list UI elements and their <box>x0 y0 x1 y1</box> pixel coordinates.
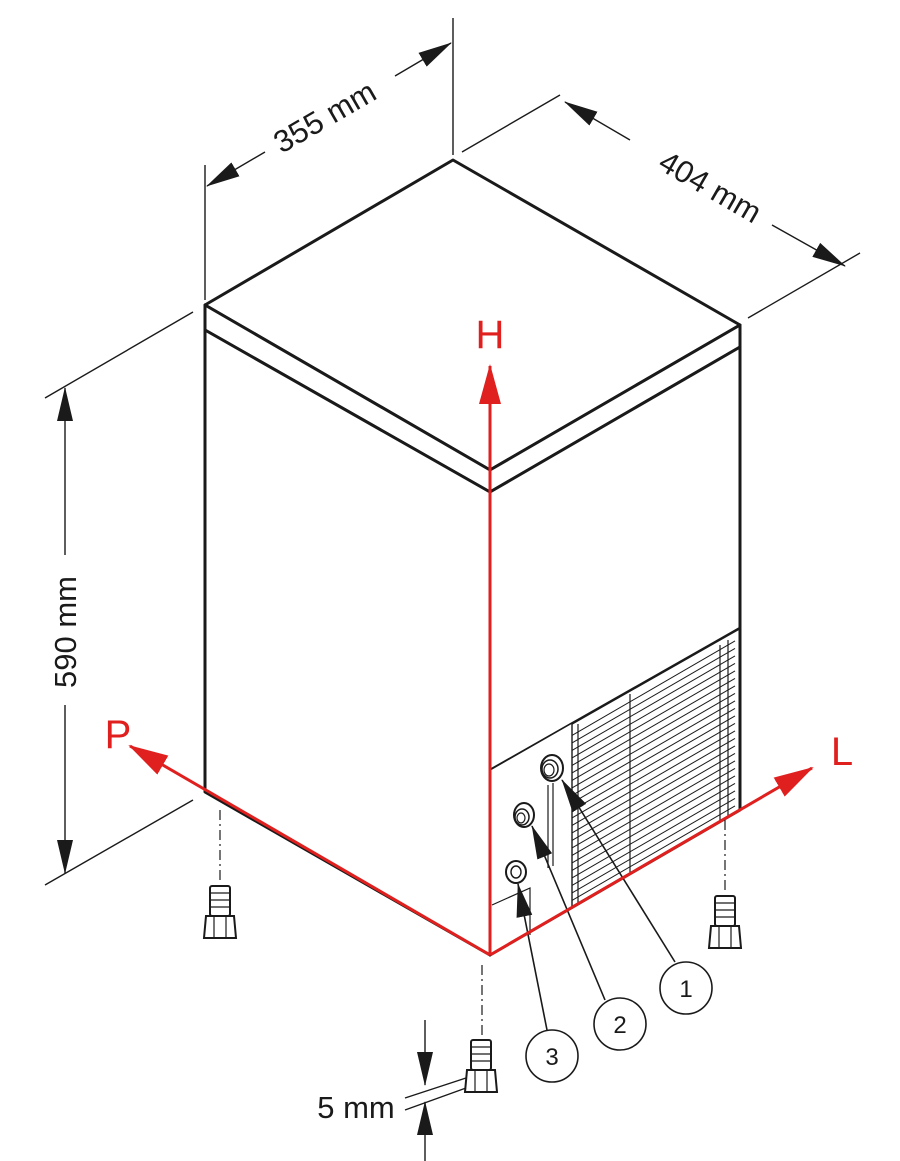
grille-slats <box>571 640 736 909</box>
grille-posts <box>577 640 729 905</box>
callout-leader-2 <box>531 825 606 1001</box>
callouts <box>516 779 713 1083</box>
grille-slat <box>571 790 736 886</box>
extension-line-foot-bottom <box>404 1087 467 1111</box>
axes <box>128 364 814 957</box>
cabinet <box>203 158 742 957</box>
grille-slat <box>571 640 736 736</box>
grille-slat <box>571 662 736 759</box>
grille-slat <box>571 767 736 864</box>
dimension-label-width: 355 mm <box>268 74 382 160</box>
grille-slat <box>571 737 736 834</box>
callout-label-2: 2 <box>613 1012 626 1039</box>
grille-slat <box>571 707 736 804</box>
axis-label-length: L <box>831 730 853 774</box>
dimension-height <box>44 311 194 886</box>
grille-slat <box>571 730 736 826</box>
grille-slat <box>571 655 736 751</box>
grille-slat <box>571 677 736 774</box>
feet <box>202 810 743 1093</box>
grille-slat <box>571 692 736 789</box>
grille-slat <box>571 700 736 796</box>
foot-front <box>463 965 499 1093</box>
grille-slat <box>571 752 736 849</box>
callout-label-1: 1 <box>679 976 692 1003</box>
grille-slat <box>571 797 736 894</box>
extension-line-height-bottom <box>44 799 194 886</box>
grille-slat <box>571 670 736 766</box>
axis-label-depth: P <box>105 713 132 757</box>
axis-depth <box>128 744 491 957</box>
extension-line-depth-bottom <box>747 252 861 319</box>
callout-circle-3 <box>525 1029 579 1083</box>
grille-slat <box>571 782 736 879</box>
fitting-2-drain <box>513 802 535 828</box>
dimension-foot <box>404 1020 467 1161</box>
callout-leader-3 <box>516 883 548 1031</box>
grille-slat <box>571 647 736 744</box>
extension-line-height-top <box>44 311 194 399</box>
foot-left <box>202 810 238 939</box>
fitting-1-water-inlet <box>540 754 564 782</box>
grille-slat <box>571 805 736 901</box>
grille-slat <box>571 745 736 841</box>
fittings <box>505 754 564 884</box>
dimension-arrow-width-right <box>394 42 452 77</box>
callout-leader-1 <box>561 779 676 963</box>
axis-label-height: H <box>476 313 505 357</box>
grille-slat <box>571 715 736 811</box>
dimension-label-foot: 5 mm <box>317 1090 395 1125</box>
dimension-width <box>204 18 454 300</box>
dimension-depth <box>461 94 861 319</box>
dimension-label-height: 590 mm <box>48 576 83 688</box>
callout-circle-2 <box>593 997 647 1051</box>
dimension-arrow-depth-bottom <box>771 224 846 267</box>
callout-label-3: 3 <box>545 1044 558 1071</box>
axis-length <box>489 766 814 957</box>
dimension-arrow-width-left <box>206 151 266 187</box>
grille-slat <box>571 722 736 819</box>
dimension-label-depth: 404 mm <box>653 144 767 230</box>
extension-line-foot-top <box>404 1077 467 1099</box>
grille-slat <box>571 775 736 871</box>
dimension-arrow-depth-top <box>564 101 631 141</box>
extension-line-depth-top <box>461 94 561 153</box>
fitting-3-cable <box>505 860 527 884</box>
grille-slat <box>571 685 736 781</box>
foot-right <box>707 820 743 949</box>
callout-circle-1 <box>659 961 713 1015</box>
